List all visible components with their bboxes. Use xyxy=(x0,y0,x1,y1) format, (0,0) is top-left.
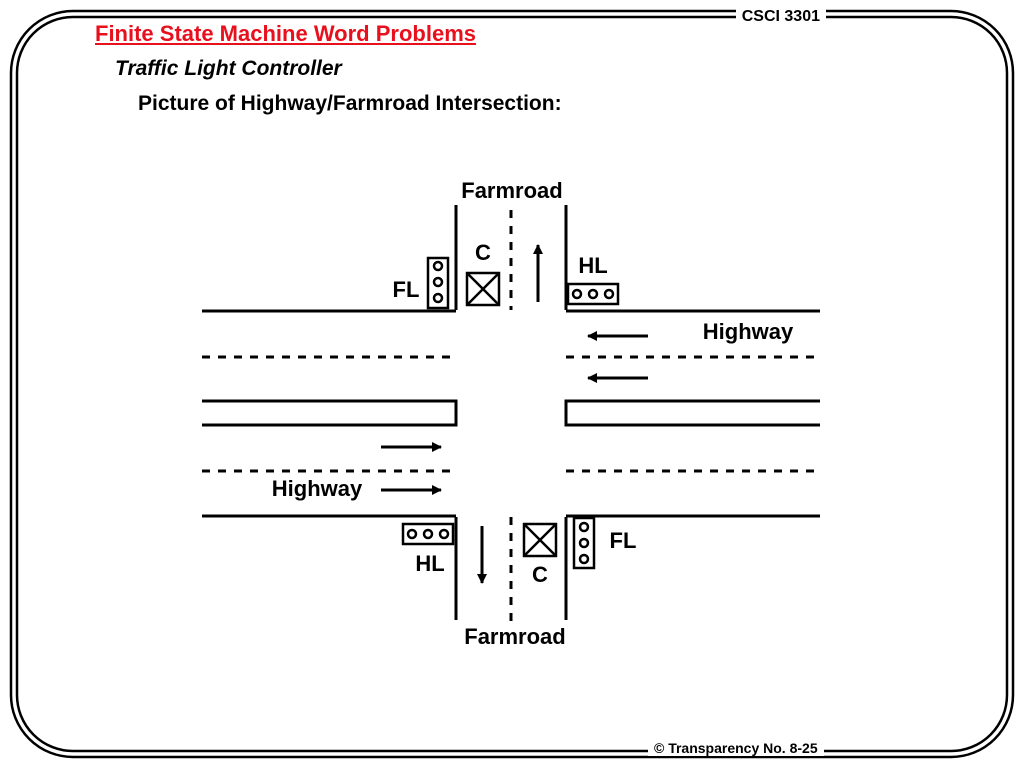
highway-lane-lines xyxy=(202,355,820,473)
farmroad-light-bottom-icon xyxy=(572,516,596,570)
highway-light-bottom-icon xyxy=(401,522,455,546)
slide-heading: Picture of Highway/Farmroad Intersection… xyxy=(138,92,562,115)
highway-median xyxy=(202,399,820,427)
traffic-arrows xyxy=(381,244,648,584)
slide-title: Finite State Machine Word Problems xyxy=(95,21,476,46)
farmroad-light-top-icon xyxy=(426,256,450,310)
highway-light-label-top: HL xyxy=(578,253,607,278)
car-sensor-bottom-icon xyxy=(522,522,558,558)
highway-light-top-icon xyxy=(566,282,620,306)
car-sensor-top-icon xyxy=(465,271,501,307)
farmroad-light-label-top: FL xyxy=(393,277,420,302)
highway-edges xyxy=(202,309,820,518)
slide-subtitle: Traffic Light Controller xyxy=(115,57,342,80)
highway-label-left: Highway xyxy=(272,476,363,501)
highway-light-label-bottom: HL xyxy=(415,551,444,576)
farmroad-light-label-bottom: FL xyxy=(610,528,637,553)
sensor-label-top: C xyxy=(475,240,491,265)
farmroad-edges xyxy=(454,205,568,620)
course-code: CSCI 3301 xyxy=(735,8,826,26)
highway-label-right: Highway xyxy=(703,319,794,344)
farmroad-label-bottom: Farmroad xyxy=(464,624,565,649)
transparency-number: © Transparency No. 8-25 xyxy=(648,740,824,756)
farmroad-label-top: Farmroad xyxy=(461,178,562,203)
sensor-label-bottom: C xyxy=(532,562,548,587)
